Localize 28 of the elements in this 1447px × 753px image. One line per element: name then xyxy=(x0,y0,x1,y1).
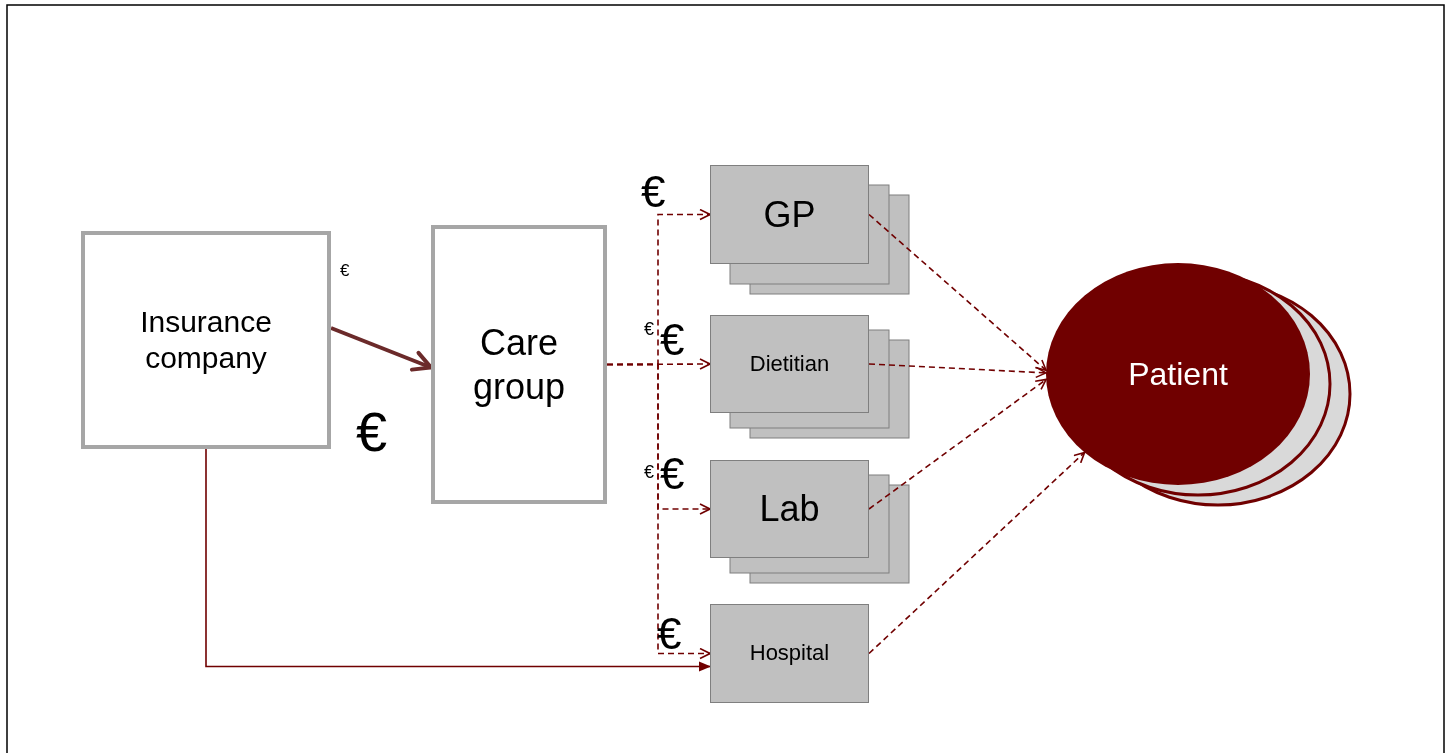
arrow xyxy=(868,378,1047,510)
euro-sign: € xyxy=(340,262,350,279)
node-label: Hospital xyxy=(749,640,830,667)
provider-box xyxy=(710,604,869,703)
arrow xyxy=(868,451,1086,655)
arrow xyxy=(868,213,1047,372)
provider-box xyxy=(710,315,869,413)
care-group-box xyxy=(431,225,607,504)
euro-sign: € xyxy=(644,463,654,481)
euro-sign: € xyxy=(660,318,685,362)
node-label: Dietitian xyxy=(749,350,830,378)
arrow xyxy=(205,448,711,672)
node-label: Lab xyxy=(759,487,820,531)
node-label: GP xyxy=(763,192,816,237)
arrow xyxy=(606,363,711,660)
euro-sign: € xyxy=(644,320,654,338)
provider-box xyxy=(710,460,869,558)
euro-sign: € xyxy=(641,170,666,214)
euro-sign: € xyxy=(356,404,388,460)
arrow xyxy=(868,363,1047,379)
euro-sign: € xyxy=(657,612,682,656)
provider-box xyxy=(710,165,869,264)
arrow xyxy=(330,326,433,372)
node-label: Insurance company xyxy=(139,304,273,376)
euro-sign: € xyxy=(660,452,685,496)
node-label: Care group xyxy=(471,321,567,408)
insurer-box xyxy=(81,231,331,449)
node-label: Patient xyxy=(1128,354,1228,394)
